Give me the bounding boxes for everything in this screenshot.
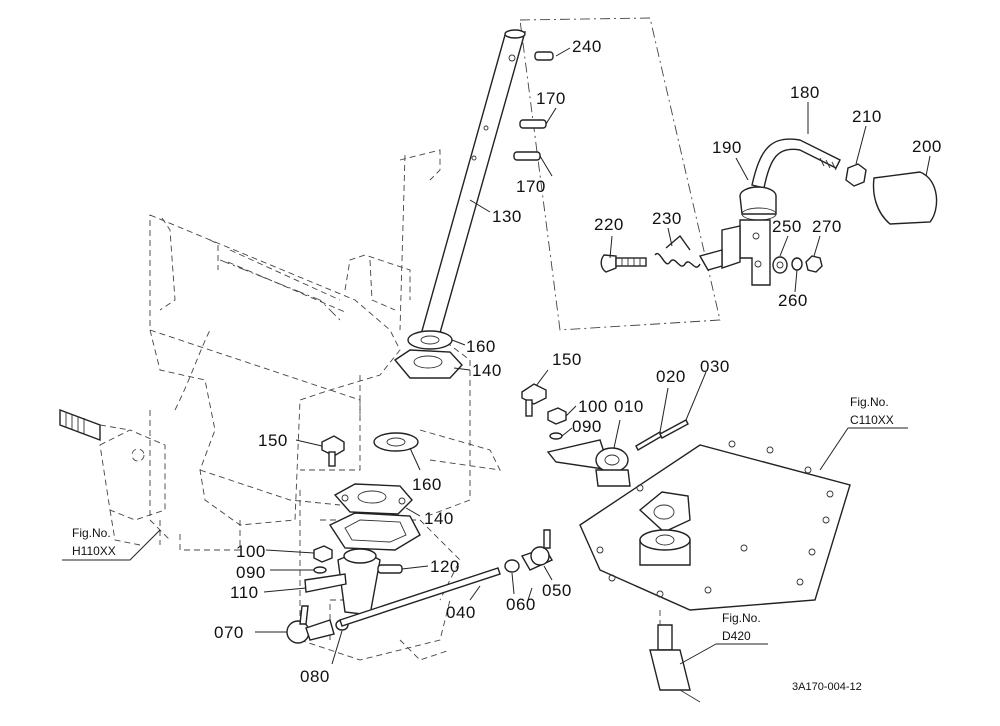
- gasket: [328, 512, 421, 551]
- label-230: 230: [652, 209, 682, 228]
- label-090-upper: 090: [572, 417, 602, 436]
- label-170-lower: 170: [516, 177, 546, 196]
- spring-pin-170-lower: [513, 151, 541, 161]
- bolt-220: [600, 254, 647, 273]
- washer-250: [772, 256, 788, 274]
- transmission-housing: [99, 149, 501, 661]
- label-030: 030: [700, 357, 730, 376]
- label-060: 060: [506, 595, 536, 614]
- label-100-lower: 100: [236, 542, 266, 561]
- spring-pin-240: [534, 51, 554, 61]
- label-150-upper: 150: [552, 350, 582, 369]
- nut-270: [805, 255, 823, 273]
- label-150-lower: 150: [258, 431, 288, 450]
- shift-lever-180: [751, 138, 841, 189]
- label-220: 220: [594, 215, 624, 234]
- input-shaft: [59, 408, 131, 442]
- label-140-lower: 140: [424, 509, 454, 528]
- label-240: 240: [572, 37, 602, 56]
- label-020: 020: [656, 367, 686, 386]
- nut-060: [504, 559, 520, 573]
- shift-arm-110: [304, 548, 381, 616]
- pin-030: [659, 419, 689, 439]
- label-140-upper: 140: [472, 361, 502, 380]
- washer-160-upper: [407, 330, 453, 350]
- label-040: 040: [446, 603, 476, 622]
- figure-ref-leaders: [62, 427, 908, 665]
- ball-joint-070: [286, 605, 335, 644]
- label-010: 010: [614, 397, 644, 416]
- washer-160-lower: [373, 432, 419, 452]
- figure-ref-h110-line1: Fig.No.: [72, 526, 111, 540]
- ball-joint-050: [520, 529, 553, 571]
- figure-ref-h110: Fig.No. H110XX: [72, 526, 116, 558]
- boot-190: [739, 186, 777, 221]
- figure-ref-d420: Fig.No. D420: [722, 611, 761, 643]
- figure-ref-c110: Fig.No. C110XX: [850, 395, 894, 427]
- shift-rod-040: [339, 567, 501, 627]
- figure-ref-c110-line1: Fig.No.: [850, 395, 889, 409]
- washer-260: [791, 257, 803, 271]
- label-200: 200: [912, 137, 942, 156]
- spring-pin-170-upper: [519, 119, 547, 129]
- label-050: 050: [542, 581, 572, 600]
- label-250: 250: [772, 217, 802, 236]
- lever-assembly-boundary: [519, 17, 721, 331]
- label-260: 260: [778, 291, 808, 310]
- label-110: 110: [230, 583, 259, 602]
- label-100-upper: 100: [578, 397, 608, 416]
- label-270: 270: [812, 217, 842, 236]
- knob-200: [872, 171, 938, 225]
- figure-ref-c110-line2: C110XX: [850, 413, 894, 427]
- nut-100-upper: [547, 407, 567, 425]
- label-130: 130: [492, 207, 522, 226]
- spring-230: [654, 234, 701, 268]
- label-070: 070: [214, 623, 244, 642]
- shift-arm-010: [546, 439, 631, 487]
- label-160-lower: 160: [412, 475, 442, 494]
- nut-210: [845, 163, 867, 187]
- label-120: 120: [430, 557, 460, 576]
- shift-shaft-d420: [649, 610, 701, 703]
- label-210: 210: [852, 107, 882, 126]
- holder-plate-140-lower: [333, 483, 413, 515]
- pin-020: [635, 431, 663, 451]
- label-170-upper: 170: [536, 89, 566, 108]
- drawing-code: 3A170-004-12: [792, 681, 862, 693]
- washer-090-lower: [313, 566, 327, 574]
- lever-bracket: [698, 219, 771, 286]
- figure-ref-d420-line1: Fig.No.: [722, 611, 761, 625]
- label-090-lower: 090: [236, 563, 266, 582]
- figure-ref-d420-line2: D420: [722, 629, 751, 643]
- label-160-upper: 160: [466, 337, 496, 356]
- holder-plate-140-upper: [393, 349, 463, 379]
- label-180: 180: [790, 83, 820, 102]
- pin-120: [377, 564, 403, 574]
- shift-lever-rod: [419, 29, 526, 341]
- figure-ref-h110-line2: H110XX: [72, 544, 116, 558]
- washer-090-upper: [549, 432, 563, 440]
- bolt-150-upper: [521, 383, 547, 417]
- label-190: 190: [712, 138, 742, 157]
- transmission-cover: [579, 440, 851, 611]
- label-080: 080: [300, 667, 330, 686]
- leader-lines: [255, 47, 931, 665]
- part-number-labels: 240 170 170 130 160 140 150 150 160 140 …: [214, 37, 942, 686]
- bolt-150-lower: [321, 435, 345, 467]
- nut-100-lower: [313, 545, 333, 563]
